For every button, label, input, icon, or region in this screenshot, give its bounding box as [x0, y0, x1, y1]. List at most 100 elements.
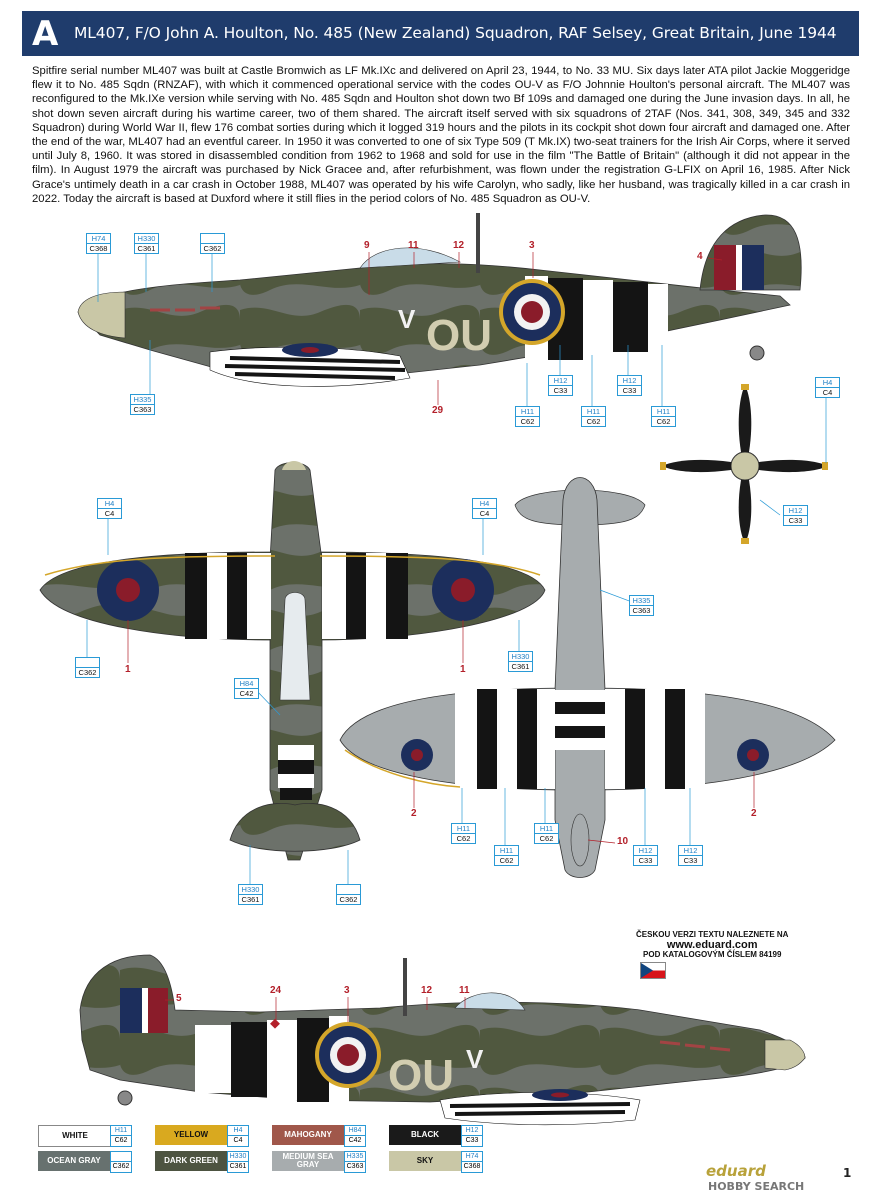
code-h	[76, 658, 99, 668]
czech-note-line1: ČESKOU VERZI TEXTU NALEZNETE NA	[636, 930, 789, 939]
code-c: C62	[539, 834, 554, 843]
marking-number: 12	[421, 985, 433, 996]
code-c: C62	[656, 417, 671, 426]
marking-number: 11	[408, 240, 419, 251]
marking-number: 9	[364, 240, 370, 251]
legend-code-c: C362	[112, 1163, 130, 1170]
code-c: C362	[78, 668, 97, 677]
code-h: H11	[516, 407, 539, 417]
code-c: C33	[638, 856, 653, 865]
legend-color-name: SKY	[389, 1151, 461, 1171]
code-h: H11	[582, 407, 605, 417]
underside-view	[339, 477, 836, 878]
code-h: H12	[784, 506, 807, 516]
leader-lines	[86, 252, 827, 885]
scheme-title: ML407, F/O John A. Houlton, No. 485 (New…	[74, 24, 837, 42]
marking-number: 24	[270, 985, 282, 996]
top-view	[39, 461, 546, 861]
code-c: C62	[499, 856, 514, 865]
marking-number: 2	[411, 808, 417, 819]
legend-code-c: C361	[229, 1163, 247, 1170]
czech-note-url[interactable]: www.eduard.com	[666, 939, 758, 951]
czech-version-note: ČESKOU VERZI TEXTU NALEZNETE NA www.edua…	[636, 930, 788, 960]
marking-number: 5	[176, 993, 182, 1004]
side-view-port: OU V	[77, 213, 802, 387]
legend-color-name: OCEAN GRAY	[38, 1151, 110, 1171]
legend-color-name: WHITE	[38, 1125, 112, 1147]
page-number: 1	[843, 1166, 852, 1180]
legend-code-c: C33	[465, 1137, 479, 1144]
legend-code-h: H330	[228, 1153, 248, 1162]
marking-number: 3	[344, 985, 350, 996]
eduard-logo: eduard	[706, 1162, 766, 1180]
code-c: C368	[89, 244, 108, 253]
code-c: C361	[241, 895, 260, 904]
legend-code-h: H335	[345, 1153, 365, 1162]
code-h: H335	[630, 596, 653, 606]
marking-number: 3	[529, 240, 535, 251]
code-c: C33	[788, 516, 803, 525]
code-c: C62	[520, 417, 535, 426]
legend-code-h: H12	[462, 1126, 482, 1136]
paint-code-ocean-gray: C362	[336, 884, 361, 905]
code-c: C33	[553, 386, 568, 395]
legend-code-c: C62	[114, 1137, 128, 1144]
code-h: H12	[679, 846, 702, 856]
code-h: H74	[87, 234, 110, 244]
code-h: H11	[495, 846, 518, 856]
code-c: C362	[203, 244, 222, 253]
code-h: H4	[816, 378, 839, 388]
marking-number: 10	[617, 836, 629, 847]
code-h: H11	[535, 824, 558, 834]
paint-code-ocean-gray: C362	[200, 233, 225, 254]
code-h: H12	[549, 376, 572, 386]
code-h: H4	[98, 499, 121, 509]
code-h: H12	[618, 376, 641, 386]
code-h	[337, 885, 360, 895]
legend-code-c: C368	[463, 1163, 481, 1170]
legend-code-c: C363	[346, 1163, 364, 1170]
marking-number: 1	[125, 664, 131, 675]
marking-leaders	[127, 252, 755, 1022]
legend-color-name: MAHOGANY	[272, 1125, 344, 1145]
code-c: C62	[456, 834, 471, 843]
hobby-search-watermark: HOBBY SEARCH	[708, 1180, 805, 1193]
legend-code-h: H11	[111, 1126, 131, 1136]
code-h: H330	[239, 885, 262, 895]
code-c: C361	[511, 662, 530, 671]
marking-number: 2	[751, 808, 757, 819]
fuselage-code-ou-2: OU	[388, 1051, 454, 1100]
legend-color-name: MEDIUM SEA GRAY	[272, 1151, 344, 1171]
marking-number: 1	[460, 664, 466, 675]
code-c: C42	[239, 689, 254, 698]
code-h: H12	[634, 846, 657, 856]
code-c: C33	[683, 856, 698, 865]
propeller-view	[660, 384, 828, 544]
side-view-starboard: OU V	[79, 954, 806, 1126]
scheme-letter: A	[32, 14, 59, 54]
legend-code-h: H74	[462, 1152, 482, 1162]
